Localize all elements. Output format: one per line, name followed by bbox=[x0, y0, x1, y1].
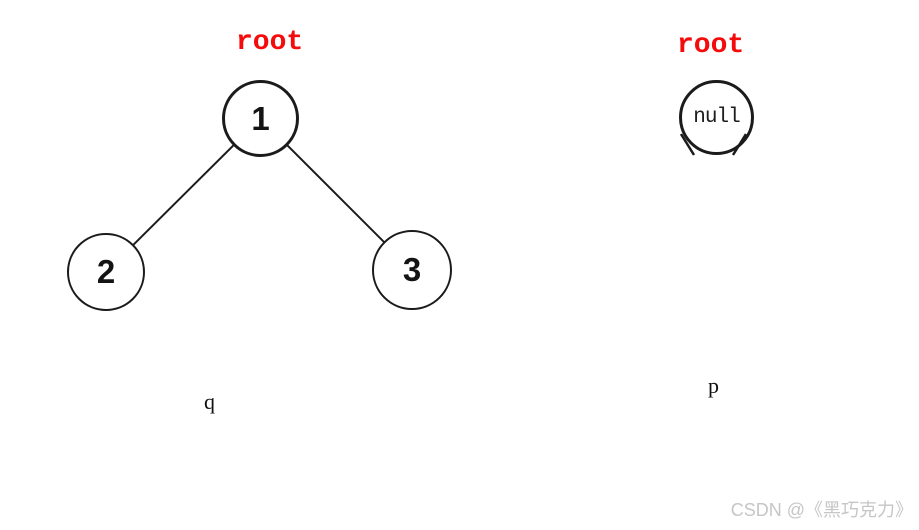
node-3-value: 3 bbox=[402, 251, 422, 288]
null-node-value: null bbox=[693, 106, 740, 129]
node-2-value: 2 bbox=[96, 253, 116, 290]
right-root-pointer-label: root bbox=[677, 30, 745, 61]
tree-node-null: null bbox=[679, 80, 754, 155]
left-root-pointer-label: root bbox=[236, 27, 304, 58]
tree-node-1: 1 bbox=[222, 80, 299, 157]
right-tree-label: p bbox=[708, 373, 719, 398]
node-1-value: 1 bbox=[251, 99, 270, 137]
tree-node-2: 2 bbox=[67, 233, 145, 311]
csdn-watermark: CSDN @《黑巧克力》 bbox=[730, 500, 913, 520]
left-tree-label: q bbox=[204, 389, 215, 414]
tree-node-3: 3 bbox=[372, 230, 452, 310]
